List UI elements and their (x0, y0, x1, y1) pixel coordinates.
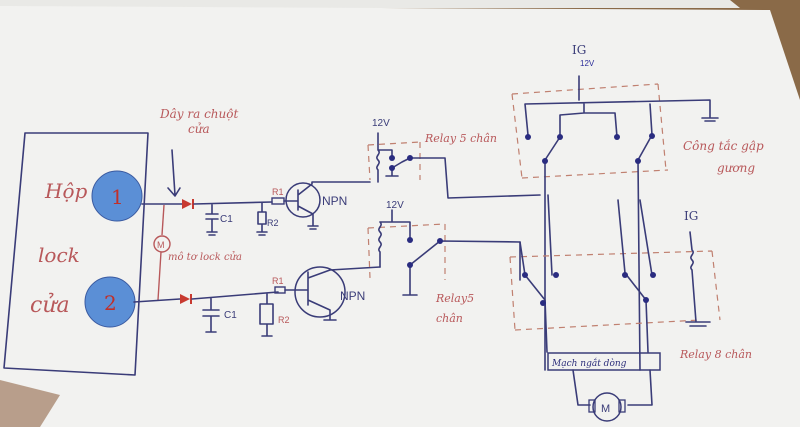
relay-mid-label-line1: Relay5 (435, 292, 474, 305)
paper-sheet (0, 6, 800, 427)
cap-label-bottom: C1 (224, 310, 237, 321)
relay-mid-label-line2: chân (436, 312, 463, 325)
res-pulldown-label-top: R2 (267, 218, 279, 228)
res-pulldown-label-bottom: R2 (278, 315, 290, 325)
door-wire-label-line1: Dây ra chuột (159, 107, 238, 121)
res-base-label-top: R1 (272, 187, 284, 197)
lock-motor-label: mô tơ lock cửa (168, 252, 242, 263)
fold-motor-icon (592, 392, 622, 422)
ig-top-voltage: 12V (580, 59, 595, 68)
lock-motor-wire-bottom (157, 251, 162, 301)
thumb (0, 380, 60, 427)
cutoff-and-motor: Mạch ngắt dòng M (547, 352, 661, 422)
lock-box-label-line3: cửa (30, 292, 70, 318)
terminal-1 (91, 170, 143, 222)
lock-box-label-line2: lock (38, 243, 80, 267)
lock-box-outline (3, 132, 149, 376)
top-branch: C1 R2 R1 NPN (141, 181, 371, 236)
terminal-1-label: 1 (111, 185, 124, 209)
switch-label-line2: gương (717, 161, 755, 175)
lock-motor-icon (153, 235, 171, 253)
relay-top-label: Relay 5 chân (424, 132, 497, 145)
res-base-label-bottom: R1 (272, 276, 284, 286)
cutoff-circuit-box (547, 352, 661, 371)
mirror-fold-switch: IG 12V Công tắc gập gương (511, 43, 764, 371)
paper-back-sheet (0, 0, 740, 8)
relay-5-middle: 12V Relay5 chân (367, 200, 521, 325)
lock-box-label-line1: Hộp (44, 179, 87, 203)
fold-motor-symbol: M (601, 403, 610, 415)
lock-motor-symbol: M (157, 240, 165, 250)
npn-label-bottom: NPN (340, 289, 365, 303)
npn-transistor-bottom (294, 266, 346, 318)
lock-box: Hộp lock cửa 1 2 (3, 132, 149, 376)
v12-mid-label: 12V (386, 200, 404, 211)
resistor-r2-top (256, 202, 268, 236)
ig-right-label: IG (684, 209, 698, 223)
diode-icon (180, 294, 190, 304)
npn-transistor-top (285, 182, 321, 218)
bottom-branch: C1 R2 R1 NPN (133, 266, 381, 337)
npn-label-top: NPN (322, 194, 347, 208)
relay-5-top: 12V Relay 5 chân (367, 118, 541, 199)
cutoff-circuit-label: Mạch ngắt dòng (551, 357, 627, 369)
door-wire-label-line2: cửa (188, 122, 210, 136)
capacitor-c1-top (193, 201, 273, 236)
relay-8: IG Relay 8 chân (509, 194, 752, 361)
terminal-2-label: 2 (104, 291, 117, 315)
cap-label-top: C1 (220, 214, 233, 225)
ig-top-label: IG (572, 43, 586, 57)
resistor-r2-bottom (259, 293, 274, 337)
lock-motor-wire-top (161, 204, 165, 236)
relay-8-label: Relay 8 chân (679, 348, 752, 361)
capacitor-c1-bottom (191, 291, 279, 333)
arrow-icon (167, 149, 181, 197)
switch-label-line1: Công tắc gập (683, 138, 764, 153)
v12-top-label: 12V (372, 118, 390, 129)
diode-icon (182, 199, 192, 209)
